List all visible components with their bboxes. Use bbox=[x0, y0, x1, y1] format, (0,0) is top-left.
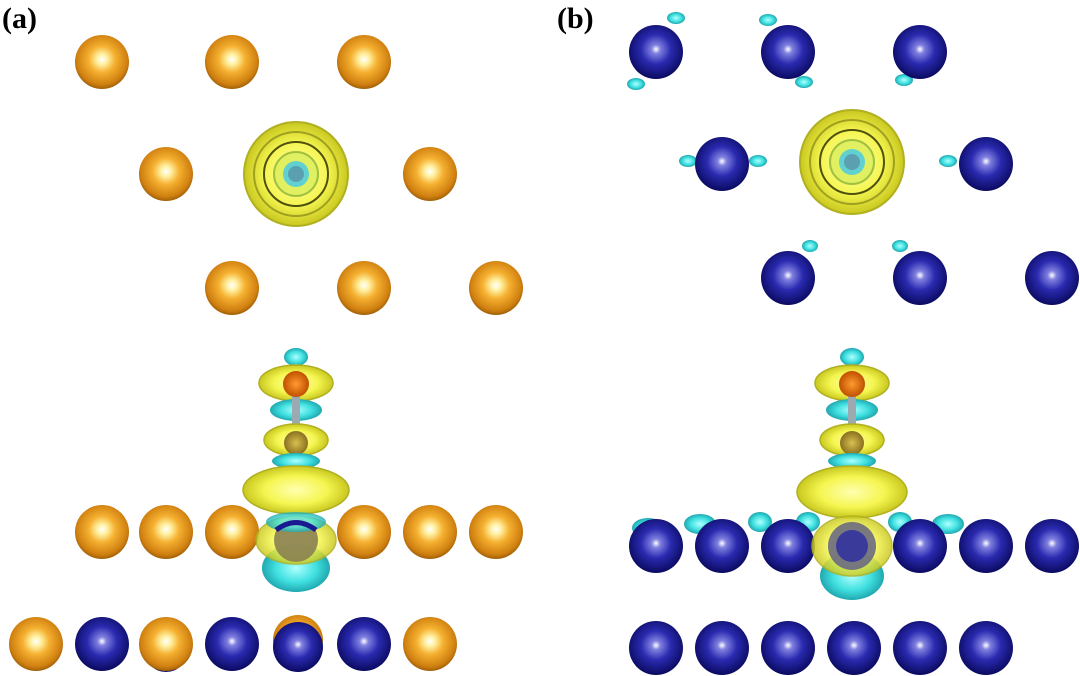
gold-atom bbox=[205, 261, 259, 315]
surface-layer-b bbox=[629, 512, 1079, 600]
blue-atom bbox=[629, 25, 683, 79]
gold-atom bbox=[75, 505, 129, 559]
gold-atom bbox=[403, 147, 457, 201]
blue-atom bbox=[959, 137, 1013, 191]
blue-atom bbox=[893, 251, 947, 305]
blue-atom bbox=[959, 519, 1013, 573]
blue-atom bbox=[1025, 251, 1079, 305]
blue-atom bbox=[75, 617, 129, 671]
blue-atom bbox=[205, 617, 259, 671]
top-view-atoms-b bbox=[629, 25, 1079, 305]
blue-atom bbox=[337, 617, 391, 671]
blue-atom bbox=[761, 519, 815, 573]
molecule-center bbox=[288, 166, 304, 182]
gold-atom bbox=[337, 35, 391, 89]
panel-a bbox=[9, 35, 523, 672]
gold-atom bbox=[139, 505, 193, 559]
gold-atom bbox=[403, 617, 457, 671]
blue-atom bbox=[273, 622, 323, 672]
top-view-atoms-a bbox=[75, 35, 523, 315]
gold-atom bbox=[139, 617, 193, 671]
molecule-center bbox=[844, 154, 860, 170]
blue-atom bbox=[959, 621, 1013, 675]
gold-atom bbox=[337, 261, 391, 315]
blue-atom bbox=[629, 519, 683, 573]
blue-atom bbox=[1025, 519, 1079, 573]
gold-atom bbox=[337, 505, 391, 559]
surface-layer-a bbox=[75, 505, 523, 592]
bottom-layer-b bbox=[629, 621, 1013, 675]
gold-atom bbox=[205, 35, 259, 89]
panel-label-b: (b) bbox=[557, 2, 594, 35]
blue-atom bbox=[629, 621, 683, 675]
blue-atom bbox=[827, 621, 881, 675]
gold-atom bbox=[469, 261, 523, 315]
panel-label-a: (a) bbox=[2, 2, 37, 35]
blue-atom bbox=[761, 251, 815, 305]
blue-atom bbox=[695, 621, 749, 675]
gold-atom bbox=[469, 505, 523, 559]
blue-atom bbox=[761, 25, 815, 79]
blue-atom bbox=[893, 25, 947, 79]
blue-atom bbox=[893, 519, 947, 573]
gold-atom bbox=[9, 617, 63, 671]
bottom-layer-a bbox=[9, 615, 457, 672]
blue-atom bbox=[695, 519, 749, 573]
side-view-molecule-a bbox=[242, 348, 350, 515]
gold-atom bbox=[139, 147, 193, 201]
gold-atom bbox=[205, 505, 259, 559]
panel-b bbox=[627, 12, 1079, 675]
top-view-isosurface-a bbox=[243, 121, 349, 227]
gold-atom bbox=[403, 505, 457, 559]
side-view-molecule-b bbox=[796, 348, 908, 519]
blue-atom bbox=[893, 621, 947, 675]
blue-atom bbox=[695, 137, 749, 191]
top-view-cyan-lobes-b bbox=[627, 12, 957, 252]
blue-atom bbox=[761, 621, 815, 675]
gold-atom bbox=[75, 35, 129, 89]
top-view-isosurface-b bbox=[799, 109, 905, 215]
